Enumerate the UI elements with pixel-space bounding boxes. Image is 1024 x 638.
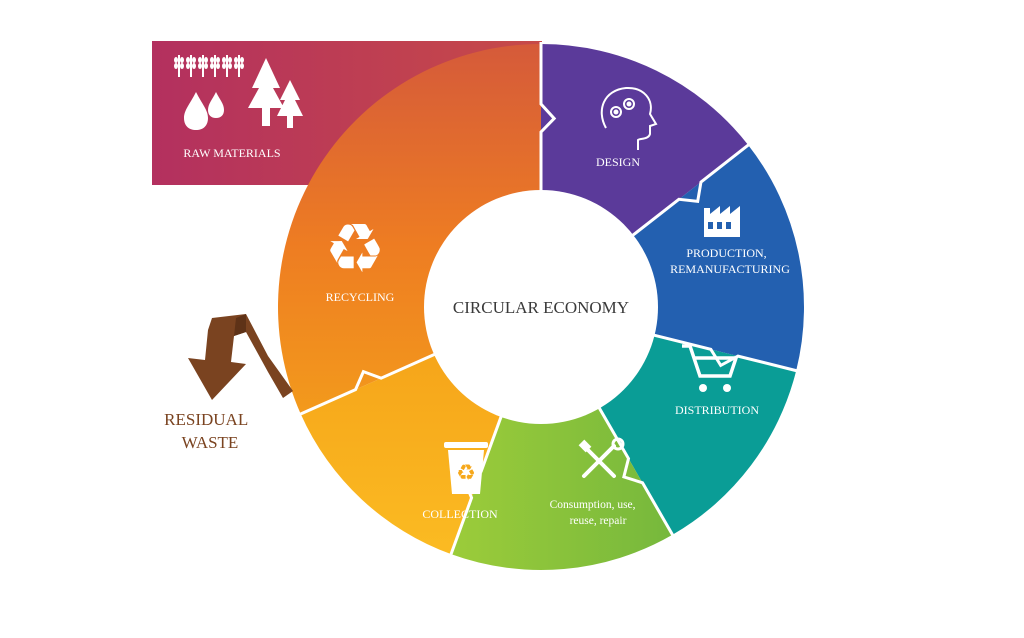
center-label: CIRCULAR ECONOMY <box>453 298 629 317</box>
segment-separator <box>539 42 557 192</box>
stage-label-design: DESIGN <box>596 155 640 169</box>
segment-separator <box>298 352 437 417</box>
water-drops-icon <box>184 92 224 130</box>
stage-label-production: PRODUCTION, REMANUFACTURING <box>670 246 790 276</box>
cart-icon <box>682 344 739 392</box>
residual-waste-arrow <box>188 314 293 400</box>
ring-segment-design <box>541 44 749 237</box>
stage-label-collection: COLLECTION <box>422 507 498 521</box>
head-gears-icon <box>600 86 658 150</box>
grain-icons <box>174 55 244 77</box>
raw-materials-label: RAW MATERIALS <box>183 146 280 160</box>
factory-icon <box>704 206 740 237</box>
segment-separator <box>652 333 799 373</box>
tools-icon <box>578 437 625 478</box>
stage-label-consumption: Consumption, use, reuse, repair <box>550 499 639 527</box>
segment-separator <box>597 405 675 538</box>
svg-text:♻: ♻ <box>325 210 386 289</box>
ring-segment-recycling <box>277 44 541 414</box>
stage-label-recycling: RECYCLING <box>326 290 395 304</box>
segment-separator <box>630 142 751 238</box>
recycle-icon: ♻ <box>325 210 386 289</box>
svg-text:♻: ♻ <box>456 461 476 486</box>
center-circle <box>424 190 658 424</box>
residual-waste-label: RESIDUAL WASTE <box>164 410 252 452</box>
ring-segment-distribution <box>598 334 797 535</box>
trees-icon <box>248 58 303 128</box>
ring-segment-production <box>631 145 804 371</box>
recycle-bin-icon: ♻ <box>444 442 488 494</box>
stage-label-distribution: DISTRIBUTION <box>675 403 759 417</box>
ring-segment-collection <box>300 353 502 555</box>
residual-waste-arrow-fold <box>234 314 246 336</box>
